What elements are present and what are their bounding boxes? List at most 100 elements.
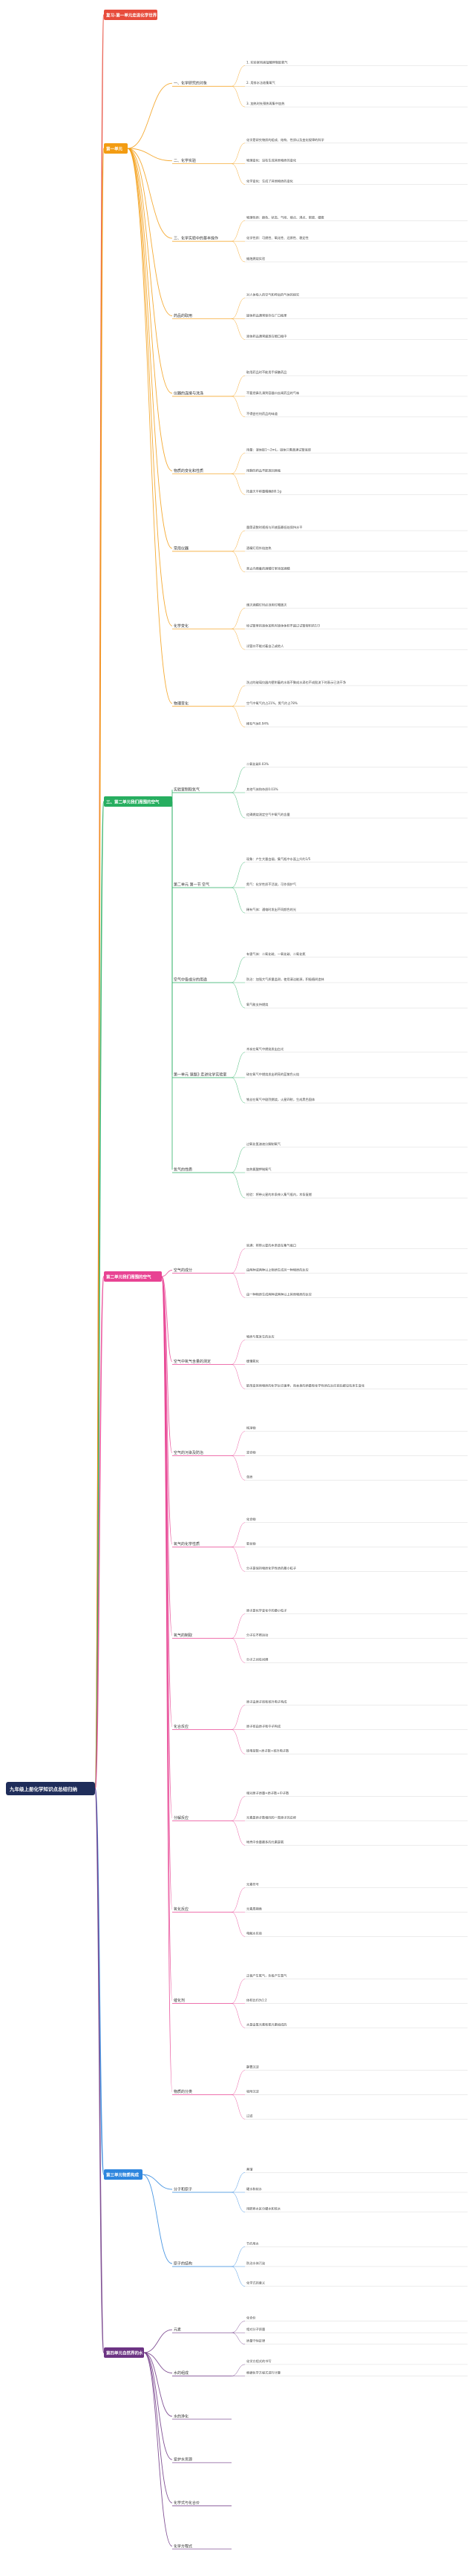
topic-label: 分子和原子: [174, 2187, 192, 2192]
topic-label: 水的组成: [174, 2370, 189, 2376]
leaf-note: 2. 用排水法收集氧气: [246, 80, 276, 85]
connector-lines: [94, 14, 468, 2550]
topic-label: 空气的成分: [174, 1268, 192, 1273]
branch-label: 第四单元自然界的水: [106, 2350, 143, 2356]
topic-label: 氧气的化学性质: [174, 1541, 200, 1547]
topic-label: 药品的取用: [174, 313, 192, 318]
leaf-note: 氧气能支持燃烧: [246, 1002, 269, 1007]
leaf-note: 用量：液体取1～2mL，固体只需盖满试管底部: [246, 448, 311, 453]
leaf-note: 相对分子质量: [246, 2327, 265, 2332]
branch-node[interactable]: [104, 2347, 144, 2358]
leaf-note: 验满：将带火星的木条放在集气瓶口: [246, 1243, 296, 1248]
leaf-note: 分子是保持物质化学性质的最小粒子: [246, 1565, 296, 1570]
branch-node[interactable]: [104, 143, 128, 154]
leaf-note: 用剩的药品不能放回原瓶: [246, 468, 281, 473]
leaf-note: 其他气体和杂质0.03%: [246, 787, 278, 792]
leaf-note: 电解水实验: [246, 1930, 263, 1936]
topic-label: 原子的结构: [174, 2261, 192, 2267]
leaf-note: 由两种或两种以上物质生成另一种物质的反应: [246, 1268, 309, 1273]
leaf-note: 原子是化学变化中的最小粒子: [246, 1608, 286, 1613]
leaf-note: 静置沉淀: [246, 2065, 260, 2070]
leaf-note: 物理变化：没有生成其他物质的变化: [246, 158, 297, 163]
leaf-note: 质量守恒定律: [246, 2339, 265, 2344]
leaf-note: 试管口不能对着自己或他人: [246, 643, 284, 649]
leaf-note: 有害气体：二氧化硫、一氧化碳、二氧化氮: [246, 951, 306, 957]
leaf-note: 过滤: [246, 2113, 253, 2118]
leaf-note: 由一种物质生成两种或两种以上其他物质的反应: [246, 1291, 312, 1297]
leaf-note: 铁丝在氧气中剧烈燃烧，火星四射，生成黑色固体: [246, 1097, 315, 1102]
topic-label: 三、化学实验中的基本操作: [174, 236, 218, 241]
topic-label: 化合反应: [174, 1724, 189, 1729]
leaf-note: 稀有气体：通电时发出不同颜色的光: [246, 907, 296, 912]
leaf-note: 用肥皂水区分硬水和软水: [246, 2206, 281, 2212]
leaf-note: 正极产生氧气，负极产生氢气: [246, 1973, 287, 1979]
branch-node[interactable]: [104, 2169, 142, 2180]
leaf-note: 给试管里的液体加热时液体体积不超过试管容积的1/3: [246, 623, 320, 628]
branch-node[interactable]: [104, 796, 172, 807]
leaf-note: 防治：加强大气质量监测，使用清洁能源，积极植树造林: [246, 977, 325, 982]
leaf-note: 原子由原子核和核外电子构成: [246, 1700, 286, 1705]
leaf-note: 化学性质：可燃性、氧化性、还原性、稳定性: [246, 235, 309, 240]
leaf-note: 熄灭酒精灯时必须用灯帽盖灭: [246, 602, 287, 607]
topic-label: 二、化学实验: [174, 158, 196, 163]
topic-label: 分解反应: [174, 1815, 189, 1820]
leaf-note: 物理性质：颜色、状态、气味、熔点、沸点、密度、硬度: [246, 214, 325, 220]
leaf-note: 3. 加热时先预热再集中加热: [246, 101, 285, 106]
leaf-note: 化学是研究物质的组成、结构、性质以及变化规律的科学: [246, 137, 324, 142]
leaf-note: 地壳中含量最多的元素是氧: [246, 1839, 284, 1844]
topic-label: 爱护水资源: [174, 2457, 192, 2462]
branch-label: 复习-第一单元走进化学世界: [105, 13, 157, 19]
leaf-note: 相对原子质量≈质子数+中子数: [246, 1791, 289, 1796]
topic-label: 化学方程式: [174, 2543, 192, 2549]
leaf-note: 混合物: [246, 1450, 256, 1455]
leaf-note: 洗过的玻璃仪器内壁附着的水既不聚成水滴也不成股流下时表示已洗干净: [246, 680, 346, 685]
leaf-note: 吸附沉淀: [246, 2089, 260, 2094]
leaf-note: 元素周期表: [246, 1907, 263, 1912]
leaf-note: 核电荷数=质子数=核外电子数: [246, 1748, 289, 1753]
leaf-note: 水是由氢元素和氧元素组成的: [246, 2022, 286, 2027]
leaf-note: 原子核由质子和中子构成: [246, 1724, 281, 1729]
leaf-note: 化学变化：生成了其他物质的变化: [246, 179, 294, 184]
leaf-note: 氧化物: [246, 1541, 256, 1547]
topic-label: 元素: [174, 2327, 181, 2333]
leaf-note: 物质与氧发生的反应: [246, 1334, 275, 1340]
branch-node[interactable]: [104, 1271, 162, 1282]
topic-label: 实验室制取氧气: [174, 787, 200, 793]
branch-label: 第二单元我们周围的空气: [106, 1274, 151, 1280]
root-label: 九年级上册化学知识点总结归纳: [9, 1786, 78, 1792]
leaf-note: 分子在不断运动: [246, 1633, 268, 1638]
topic-label: 空气中各成分的用途: [174, 977, 207, 983]
topic-label: 氧气的制取: [174, 1633, 192, 1638]
leaf-note: 现象：产生大量白烟，集气瓶中水面上升约1/5: [246, 856, 311, 862]
leaf-note: 托盘天平称量精确到0.1g: [246, 488, 281, 494]
topic-label: 空气的污染及防治: [174, 1450, 203, 1455]
leaf-note: 加热氯酸钾制氧气: [246, 1167, 272, 1172]
branch-label: 三、第二单元我们周围的空气: [106, 799, 160, 805]
leaf-note: 能改变其他物质的化学反应速率，而本身的质量和化学性质在反应前后都没有发生变化: [246, 1383, 365, 1388]
leaf-note: 硬水和软水: [246, 2186, 263, 2192]
leaf-note: 木炭在氧气中燃烧发出白光: [246, 1046, 284, 1052]
leaf-note: 纯净物: [246, 1426, 256, 1431]
branch-label: 第三单元物质构成: [106, 2172, 140, 2178]
topic-label: 物质的分类: [174, 2089, 192, 2094]
leaf-note: 空气中氧气约占21%，氮气约占78%: [246, 701, 298, 706]
node-layer: 九年级上册化学知识点总结归纳复习-第一单元走进化学世界第一单元三、第二单元我们周…: [6, 10, 365, 2549]
leaf-note: 液体药品通常盛放在细口瓶中: [246, 333, 286, 338]
leaf-note: 缓慢氧化: [246, 1359, 260, 1364]
topic-label: 催化剂: [174, 1998, 185, 2003]
leaf-note: 分子之间有间隔: [246, 1656, 268, 1662]
topic-label: 第二单元 第一节 空气: [174, 882, 209, 888]
leaf-note: 稀有气体0.94%: [246, 721, 269, 727]
topic-label: 化学变化: [174, 623, 189, 629]
root-node[interactable]: [6, 1782, 95, 1795]
leaf-note: 蜡烛燃烧实验: [246, 256, 266, 261]
leaf-note: 禁止向燃着的酒精灯里添加酒精: [246, 566, 290, 571]
leaf-note: 酒精灯用外焰加热: [246, 545, 272, 551]
leaf-note: 元素符号: [246, 1882, 259, 1887]
branch-node[interactable]: [104, 10, 157, 20]
leaf-note: 元素是质子数相同的一类原子的总称: [246, 1815, 296, 1820]
leaf-note: 化合价: [246, 2316, 256, 2321]
topic-label: 常用仪器: [174, 545, 189, 551]
leaf-note: 固体药品通常保存在广口瓶里: [246, 313, 286, 318]
